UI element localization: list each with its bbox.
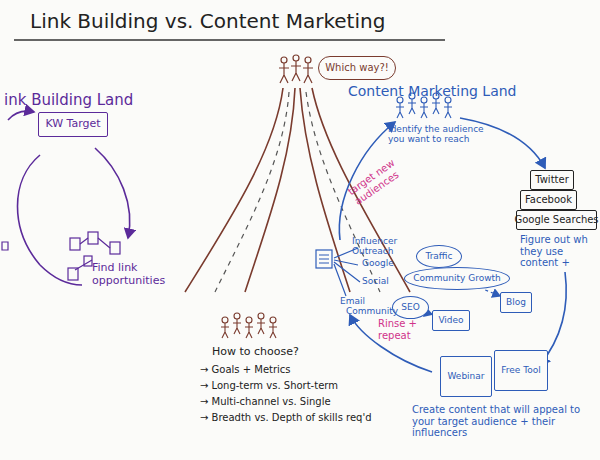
step-label: Find link opportunities xyxy=(92,262,182,287)
node-text: Webinar xyxy=(447,371,484,381)
node-text: Video xyxy=(438,315,463,325)
keyword-box: KW Target xyxy=(38,112,108,137)
list-item: → Long-term vs. Short-term xyxy=(200,380,390,392)
channel-box: Twitter xyxy=(530,170,574,190)
node-text: Community Growth xyxy=(413,273,501,283)
content-icon: Video xyxy=(432,310,470,331)
list-item: → Goals + Metrics xyxy=(200,364,390,376)
note: Rinse + repeat xyxy=(378,318,428,341)
note: target new audiences xyxy=(346,148,417,207)
list-heading: How to choose? xyxy=(212,346,332,359)
node-text: Google Searches xyxy=(514,214,598,226)
node-text: KW Target xyxy=(45,118,100,131)
region-title: ink Building Land xyxy=(4,92,174,109)
result-oval: Traffic xyxy=(416,245,462,268)
speech-bubble: Which way?! xyxy=(318,56,396,80)
node-text: Which way?! xyxy=(325,62,389,74)
dashed-arrow xyxy=(485,290,500,296)
channel-box: Google Searches xyxy=(516,210,597,230)
node-text: Facebook xyxy=(525,194,572,206)
result-oval: Community Growth xyxy=(404,267,510,290)
step-label: Create content that will appeal to your … xyxy=(412,404,590,439)
content-icon: Webinar xyxy=(440,356,492,397)
node-text: Twitter xyxy=(535,174,569,186)
content-icon: Blog xyxy=(500,292,532,313)
list-item: → Breadth vs. Depth of skills req'd xyxy=(200,412,400,424)
step-label: Identify the audience you want to reach xyxy=(388,124,488,145)
channel-label: Google xyxy=(362,258,402,268)
title: Link Building vs. Content Marketing xyxy=(30,10,385,33)
list-item: → Multi-channel vs. Single xyxy=(200,396,390,408)
channel-label: Email xyxy=(340,296,374,306)
channel-box: Facebook xyxy=(520,190,577,210)
node-text: SEO xyxy=(401,302,419,312)
channel-label: Social xyxy=(362,276,402,286)
channel-label: Influencer Outreach xyxy=(352,236,412,257)
channel-label: Community xyxy=(346,306,402,316)
node-text: Free Tool xyxy=(501,365,540,375)
node-text: Traffic xyxy=(425,251,452,261)
node-text: Blog xyxy=(506,297,526,307)
step-label: Figure out wh they use content + xyxy=(520,234,598,269)
region-title: Content Marketing Land xyxy=(348,83,548,99)
content-icon: Free Tool xyxy=(494,350,548,391)
